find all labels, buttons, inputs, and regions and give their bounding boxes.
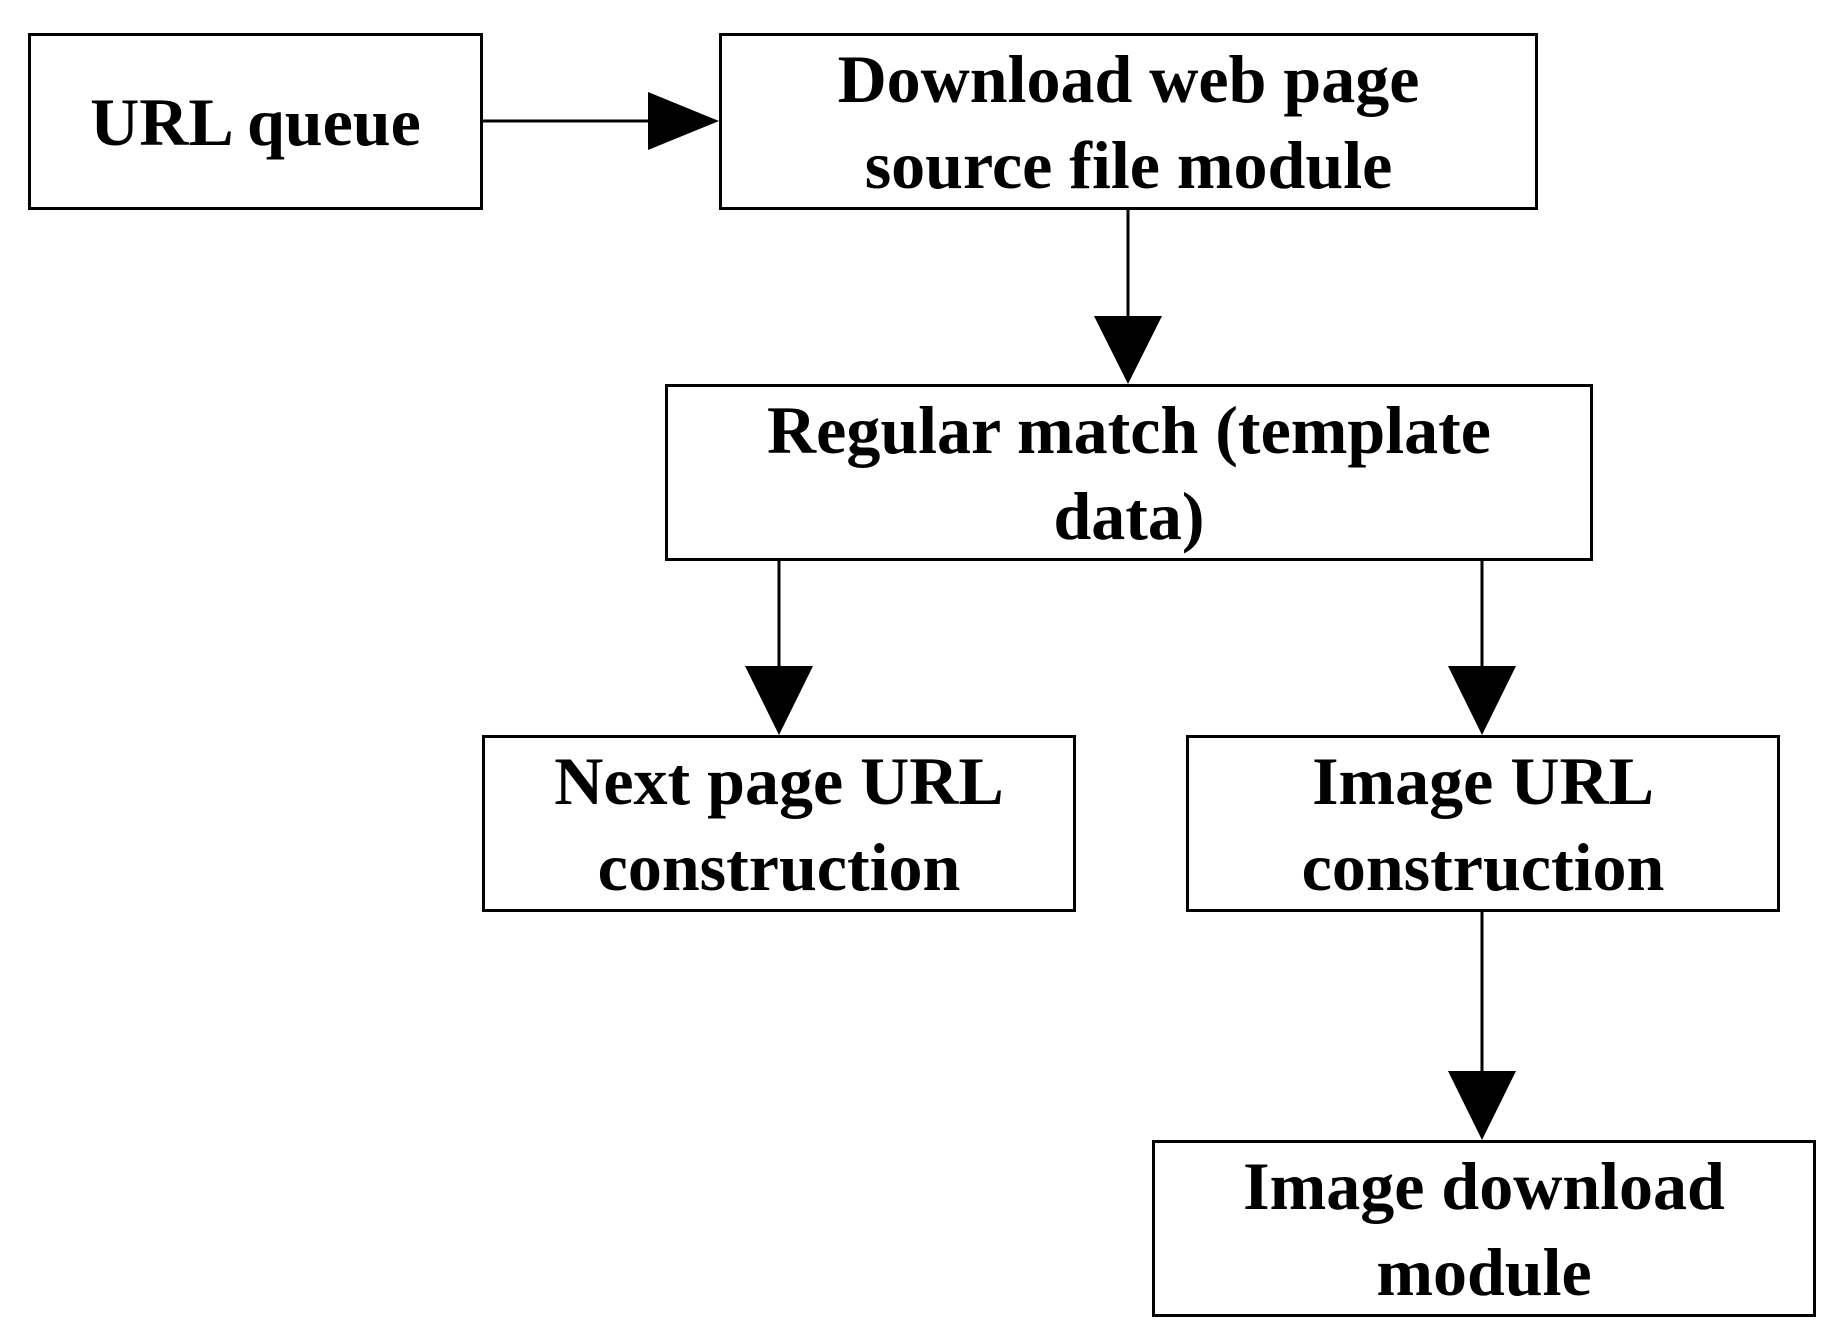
url-queue-label: URL queue — [90, 83, 421, 160]
url-queue-box: URL queue — [28, 33, 483, 210]
regular-match-label: Regular match (template data) — [767, 391, 1491, 554]
arrowhead-icon — [648, 92, 719, 150]
image-download-module-label: Image download module — [1243, 1147, 1725, 1310]
image-download-module-box: Image download module — [1152, 1140, 1816, 1317]
edge-download-to-regular-match — [1094, 210, 1162, 384]
edge-regular-match-to-image-url — [1448, 561, 1516, 735]
image-url-construction-label: Image URL construction — [1301, 742, 1665, 905]
edge-regular-match-to-next-page — [745, 561, 813, 735]
arrowhead-icon — [1448, 1071, 1516, 1140]
download-source-module-box: Download web page source file module — [719, 33, 1538, 210]
arrowhead-icon — [1448, 666, 1516, 735]
arrowhead-icon — [745, 666, 813, 735]
edge-image-url-to-image-download — [1448, 912, 1516, 1140]
next-page-url-construction-label: Next page URL construction — [554, 742, 1004, 905]
regular-match-box: Regular match (template data) — [665, 384, 1593, 561]
image-url-construction-box: Image URL construction — [1186, 735, 1780, 912]
edge-url-queue-to-download — [483, 92, 719, 150]
arrowhead-icon — [1094, 316, 1162, 384]
next-page-url-construction-box: Next page URL construction — [482, 735, 1076, 912]
download-source-module-label: Download web page source file module — [837, 40, 1420, 203]
